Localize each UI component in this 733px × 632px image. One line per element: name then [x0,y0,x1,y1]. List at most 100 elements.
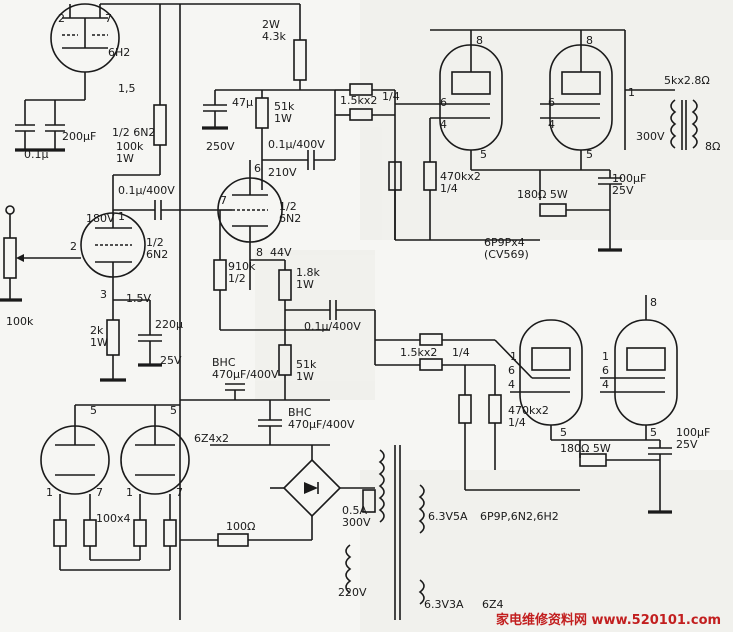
v2b-pin-plate: 6 [254,162,261,175]
pot-100k-label: 100k [6,315,34,328]
tube-rect-left: 5 1 7 [40,404,110,520]
frac-top-label: 1/4 [382,90,400,103]
rect-l-pin5: 5 [90,404,97,417]
v210-label: 210V [268,166,297,179]
rect-l-pin7: 7 [96,486,103,499]
input-pot-100k: 100k [0,205,81,328]
cap-200uf-label: 200μF [62,130,96,143]
spk-label: 8Ω [705,140,720,153]
out-top-label: 6P9Px4(CV569) [484,236,529,261]
ot-pin1: 1 [628,86,635,99]
v1-pin-right: 7 [105,12,112,25]
rect-l-pin1: 1 [46,486,53,499]
background-text [255,0,733,632]
c-0p1-bot-label: 0.1μ/400V [304,320,361,333]
watermark-text: 家电维修资料网 www.520101.com [496,612,721,628]
obr-pin8: 8 [650,296,657,309]
frac-bot-label: 1/4 [452,346,470,359]
r-1p5k-top-label: 1.5kx2 [340,94,377,107]
cap-0p1u-label: 0.1μ [24,148,49,161]
obl-pin6: 6 [508,364,515,377]
c-0p1-top-label: 0.1μ/400V [268,138,325,151]
v2b-pin-grid: 7 [220,194,227,207]
tube-out-top-l: 8 6 4 5 [395,29,540,170]
obr-pin5: 5 [650,426,657,439]
cap-200uf: 200μF 0.1μ [15,99,96,161]
resistor-100ohm: 100Ω [180,520,312,547]
power-transformer: 220V 6.3V5A 6.3V3A 6Z4 6P9P,6N2,6H2 [338,445,559,620]
tube-out-bot-r: 8 1 6 4 5 [600,295,678,440]
r-180-top-label: 180Ω 5W [517,188,568,201]
c220-label: 220μ [155,318,183,331]
v2b-pin-cathode: 8 [256,246,263,259]
v1-pin-left: 2 [58,12,65,25]
rect-r-pin1: 1 [126,486,133,499]
rect-r-pin7: 7 [176,486,183,499]
v44-label: 44V [270,246,292,259]
tube-out-top-r: 8 6 4 5 1 [540,29,635,170]
v250-label: 250V [206,140,235,153]
htr2-tube-label: 6Z4 [482,598,504,611]
watermark: 家电维修资料网 www.520101.com [496,612,721,628]
half-6n2-a-label: 1/2 6N2 [112,126,155,139]
rect-label: 6Z4x2 [194,432,229,445]
obl-pin5: 5 [560,426,567,439]
otr-pin4: 4 [548,118,555,131]
resistor-1p5kx2-bot: 1.5kx2 1/4 [375,333,495,371]
otl-pin4: 4 [440,118,447,131]
r-1p5k-bot-label: 1.5kx2 [400,346,437,359]
v1-label: 6H2 [108,46,130,59]
v1-pin-bottom: 1,5 [118,82,136,95]
c-0p1-mid-label: 0.1μ/400V [118,184,175,197]
htr1-label: 6.3V5A [428,510,468,523]
otl-pin8: 8 [476,34,483,47]
v180-label: 180V [86,212,115,225]
obl-pin4: 4 [508,378,515,391]
v2a-pin-cathode: 3 [100,288,107,301]
r-100-label: 100Ω [226,520,255,533]
v300-label: 300V [636,130,665,143]
otr-pin5: 5 [586,148,593,161]
htr2-label: 6.3V3A [424,598,464,611]
v2a-pin-grid: 2 [70,240,77,253]
tube-out-bot-l: 1 6 4 5 [494,319,583,440]
c47-label: 47μ [232,96,253,109]
resistor-100x4: 100x4 [53,512,177,571]
v1p5-label: 1.5V [126,292,151,305]
output-transformer: 5kx2.8Ω 300V 8Ω [625,74,720,153]
v2a-pin-plate: 1 [118,210,125,223]
htr1-tubes-label: 6P9P,6N2,6H2 [480,510,559,523]
tube-v1: 2 7 6H2 1,5 [50,3,136,100]
obr-pin4: 4 [602,378,609,391]
obr-pin6: 6 [602,364,609,377]
cap-0p1-bot: 0.1μ/400V [249,160,376,365]
obr-pin1: 1 [602,350,609,363]
